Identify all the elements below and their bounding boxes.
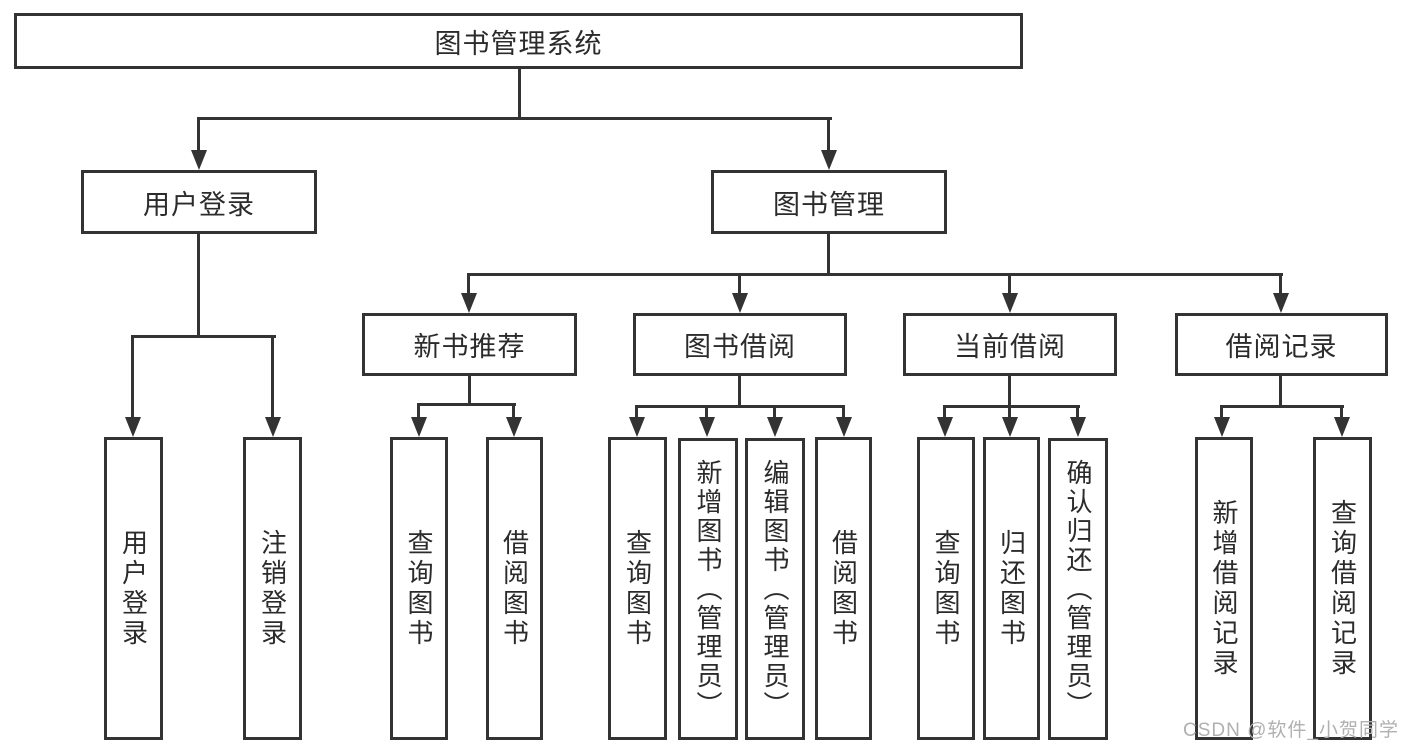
arrow-to-leaf-add-borrow-record: [1220, 405, 1223, 417]
connector-book-management-stem: [827, 234, 830, 276]
leaf-query-borrow-record: 查询借阅记录: [1313, 437, 1372, 740]
node-book-borrowing: 图书借阅: [633, 313, 847, 376]
node-user-login: 用户登录: [81, 170, 317, 234]
leaf-query-books-current: 查询图书: [917, 437, 975, 740]
connector-current-hline: [943, 405, 1080, 408]
leaf-add-borrow-record: 新增借阅记录: [1195, 437, 1253, 740]
arrow-to-leaf-confirm-return: [1076, 405, 1079, 417]
node-library-management-system: 图书管理系统: [14, 13, 1023, 69]
node-new-book-recommendation: 新书推荐: [362, 313, 577, 376]
leaf-add-books-admin: 新增图书（管理员）: [678, 438, 738, 740]
leaf-edit-books-admin: 编辑图书（管理员）: [745, 438, 805, 740]
connector-borrowing-stem: [738, 376, 741, 407]
connector-user-login-stem: [197, 234, 200, 338]
arrow-to-leaf-return-books: [1008, 405, 1011, 417]
connector-records-hline: [1220, 405, 1344, 408]
connector-root-stem: [518, 69, 521, 120]
arrow-to-leaf-user-login: [131, 335, 134, 417]
leaf-logout: 注销登录: [243, 437, 302, 740]
connector-user-login-hline: [131, 335, 276, 338]
node-borrowing-records: 借阅记录: [1175, 313, 1388, 376]
connector-root-hline: [197, 117, 832, 120]
arrow-to-book-management: [827, 117, 830, 150]
arrow-to-leaf-add-books-admin: [705, 405, 708, 417]
connector-recommend-hline: [417, 403, 516, 406]
leaf-return-books: 归还图书: [983, 437, 1040, 740]
arrow-to-leaf-query-borrow-record: [1340, 405, 1343, 417]
arrow-to-borrowing-records: [1279, 273, 1282, 293]
arrow-to-leaf-query-books-current: [943, 405, 946, 417]
node-book-management: 图书管理: [711, 170, 947, 234]
leaf-query-books-borrow: 查询图书: [608, 437, 667, 740]
arrow-to-leaf-edit-books-admin: [773, 405, 776, 417]
arrow-to-leaf-query-books-recommend: [417, 403, 420, 417]
arrow-to-leaf-logout: [271, 335, 274, 417]
leaf-query-books-recommend: 查询图书: [390, 437, 448, 740]
arrow-to-current-borrowing: [1008, 273, 1011, 293]
arrow-to-leaf-borrow-books-borrow: [842, 405, 845, 417]
connector-borrowing-hline: [635, 405, 845, 408]
arrow-to-leaf-query-books-borrow: [635, 405, 638, 417]
leaf-borrow-books-borrow: 借阅图书: [815, 437, 872, 740]
arrow-to-user-login: [197, 117, 200, 150]
connector-recommend-stem: [468, 376, 471, 405]
connector-records-stem: [1279, 376, 1282, 407]
arrow-to-leaf-borrow-books-recommend: [512, 403, 515, 417]
node-current-borrowing: 当前借阅: [903, 313, 1117, 376]
leaf-confirm-return-admin: 确认归还（管理员）: [1048, 438, 1108, 740]
csdn-watermark: CSDN @软件_小贺同学: [1183, 720, 1399, 741]
connector-book-management-hline: [467, 273, 1283, 276]
arrow-to-book-borrowing: [738, 273, 741, 293]
connector-current-stem: [1008, 376, 1011, 407]
leaf-borrow-books-recommend: 借阅图书: [486, 437, 543, 740]
leaf-user-login: 用户登录: [104, 437, 163, 740]
arrow-to-new-book-recommendation: [467, 273, 470, 293]
